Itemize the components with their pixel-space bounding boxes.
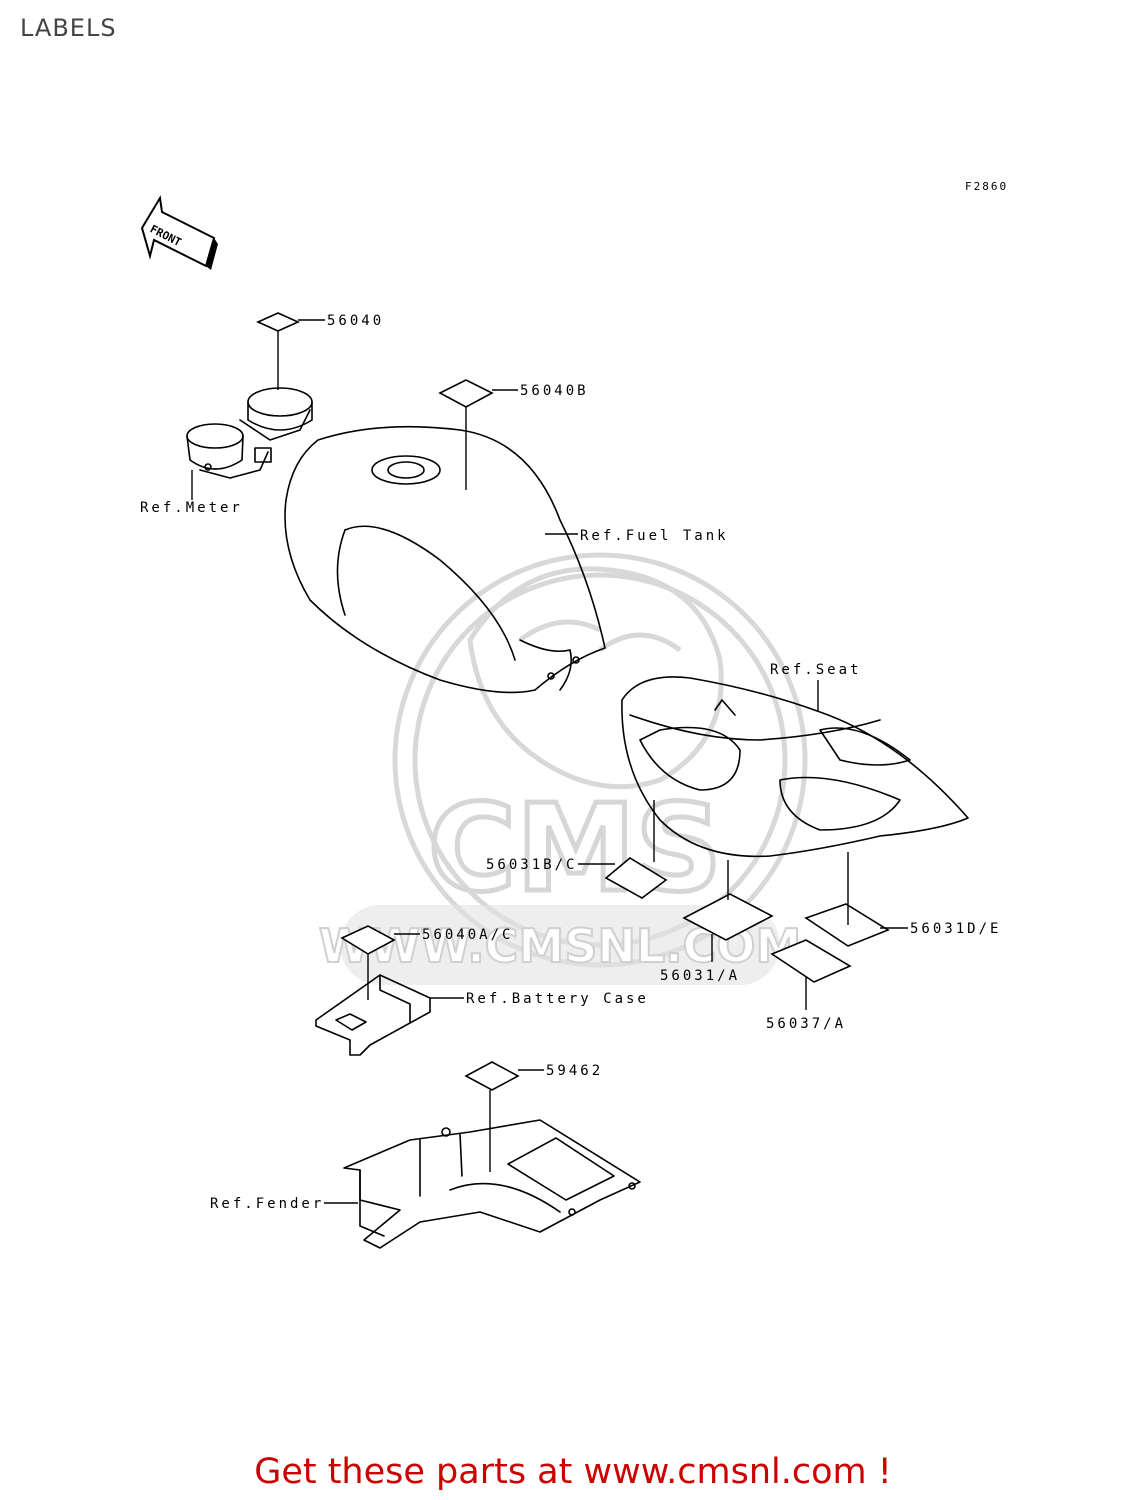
callout-56037a: 56037/A [766, 1016, 846, 1032]
callout-59462: 59462 [546, 1063, 603, 1079]
meter-part [186, 387, 313, 479]
callout-ref-fender: Ref.Fender [210, 1196, 324, 1212]
label-59462 [464, 1061, 520, 1091]
callout-56040b: 56040B [520, 383, 589, 399]
figure-number: F2860 [965, 180, 1008, 193]
callout-56031de: 56031D/E [910, 921, 1001, 937]
front-arrow-icon: FRONT [140, 195, 218, 270]
callout-56031a: 56031/A [660, 968, 740, 984]
callout-ref-battery-case: Ref.Battery Case [466, 991, 649, 1007]
callout-ref-fuel-tank: Ref.Fuel Tank [580, 528, 729, 544]
label-56031bc [604, 857, 668, 899]
page-title: LABELS [20, 14, 117, 42]
label-56040b [438, 379, 494, 408]
fuel-tank-part [284, 425, 606, 694]
footer-link[interactable]: Get these parts at www.cmsnl.com ! [254, 1452, 892, 1492]
label-56031de [804, 903, 890, 947]
seat-part [621, 676, 969, 858]
fender-part [343, 1119, 641, 1249]
parts-diagram: CMS WWW.CMSNL.COM F2860 FRONT 56040 Ref.… [140, 180, 1008, 1249]
label-56040ac [340, 925, 396, 955]
callout-ref-meter: Ref.Meter [140, 500, 243, 516]
watermark-logo-text: CMS [428, 780, 722, 919]
callout-56040: 56040 [327, 313, 384, 329]
label-56040 [256, 312, 300, 332]
callout-ref-seat: Ref.Seat [770, 662, 861, 678]
callout-56040ac: 56040A/C [422, 927, 513, 943]
label-56037a [770, 939, 852, 983]
label-56031a [682, 893, 774, 941]
callout-56031bc: 56031B/C [486, 857, 577, 873]
watermark-logo: CMS WWW.CMSNL.COM [318, 552, 808, 985]
battery-case-part [315, 974, 431, 1056]
